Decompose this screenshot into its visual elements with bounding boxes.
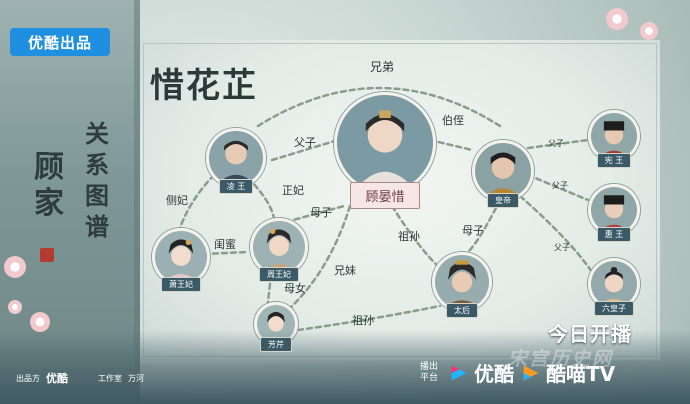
studio-name: 万河 bbox=[128, 373, 144, 383]
relation-label: 伯侄 bbox=[442, 114, 464, 127]
platform-youku: 优酷 bbox=[448, 358, 514, 387]
main-character-name: 顾晏惜 bbox=[350, 182, 420, 209]
relation-label: 父子 bbox=[548, 139, 564, 148]
relation-label: 祖孙 bbox=[398, 230, 420, 243]
character-hui-wang: 惠 王 bbox=[588, 184, 640, 242]
blossom-decoration bbox=[4, 256, 26, 278]
relation-label: 父子 bbox=[554, 243, 570, 252]
relation-label: 母子 bbox=[462, 224, 484, 237]
producer-credits: 出品方 优酷 工作室 万河 bbox=[16, 370, 144, 386]
character-zhou-wangfei: 周王妃 bbox=[250, 218, 308, 282]
relation-label: 侧妃 bbox=[166, 194, 188, 207]
blossom-decoration bbox=[606, 8, 628, 30]
relation-label: 兄妹 bbox=[334, 264, 356, 277]
character-name: 六皇子 bbox=[594, 301, 634, 316]
relation-label: 母子 bbox=[310, 206, 332, 219]
character-name: 太后 bbox=[446, 303, 478, 318]
red-seal-stamp bbox=[40, 248, 54, 262]
relation-label: 兄弟 bbox=[370, 60, 395, 74]
character-name: 皇帝 bbox=[487, 193, 519, 208]
blossom-decoration bbox=[640, 22, 658, 40]
blossom-decoration bbox=[8, 300, 22, 314]
character-fangqin: 芳芹 bbox=[254, 302, 298, 352]
character-gu-yanxi: 顾晏惜 bbox=[334, 92, 436, 209]
character-name: 芳芹 bbox=[260, 337, 292, 352]
relation-label: 祖孙 bbox=[352, 314, 374, 327]
youku-production-badge: 优酷出品 bbox=[10, 28, 110, 56]
producer-label: 出品方 bbox=[16, 373, 40, 383]
portrait-avatar bbox=[588, 110, 640, 162]
character-name: 周王妃 bbox=[259, 267, 299, 282]
character-empress-dowager: 太后 bbox=[432, 252, 492, 318]
youku-logo-icon bbox=[451, 365, 467, 380]
relation-label: 闺蜜 bbox=[214, 238, 236, 251]
broadcast-platforms: 播出 平台 优酷 酷喵TV bbox=[420, 358, 615, 387]
character-name: 凌 王 bbox=[218, 179, 254, 194]
character-xiao-wangfei: 萧王妃 bbox=[152, 228, 210, 292]
platform-kumiao-tv: 酷喵TV bbox=[520, 358, 615, 387]
blossom-decoration bbox=[30, 312, 50, 332]
relation-label: 正妃 bbox=[282, 184, 304, 197]
relation-label: 母女 bbox=[284, 282, 306, 295]
portrait-avatar bbox=[588, 184, 640, 236]
character-ling-wang: 凌 王 bbox=[206, 128, 266, 194]
character-name: 惠 王 bbox=[596, 227, 632, 242]
character-sixth-prince: 六皇子 bbox=[588, 258, 640, 316]
character-xian-wang: 宪 王 bbox=[588, 110, 640, 168]
character-name: 萧王妃 bbox=[161, 277, 201, 292]
character-emperor: 皇帝 bbox=[472, 140, 534, 208]
family-title: 顾家 bbox=[34, 150, 64, 221]
studio-label: 工作室 bbox=[98, 373, 122, 383]
drama-title: 惜花芷 bbox=[150, 66, 258, 106]
character-name: 宪 王 bbox=[596, 153, 632, 168]
platform-label: 播出 平台 bbox=[420, 361, 439, 383]
portrait-avatar bbox=[334, 92, 436, 194]
kumiao-logo-icon bbox=[523, 365, 539, 380]
producer-name: 优酷 bbox=[46, 372, 68, 385]
bottom-mountain-wave bbox=[0, 330, 690, 404]
relation-label: 父子 bbox=[552, 181, 568, 190]
site-watermark: 宋宫历史网 bbox=[508, 348, 614, 370]
chart-subtitle: 关系图谱 bbox=[85, 119, 109, 241]
relation-label: 父子 bbox=[294, 136, 316, 149]
premiere-today-text: 今日开播 bbox=[548, 322, 632, 346]
